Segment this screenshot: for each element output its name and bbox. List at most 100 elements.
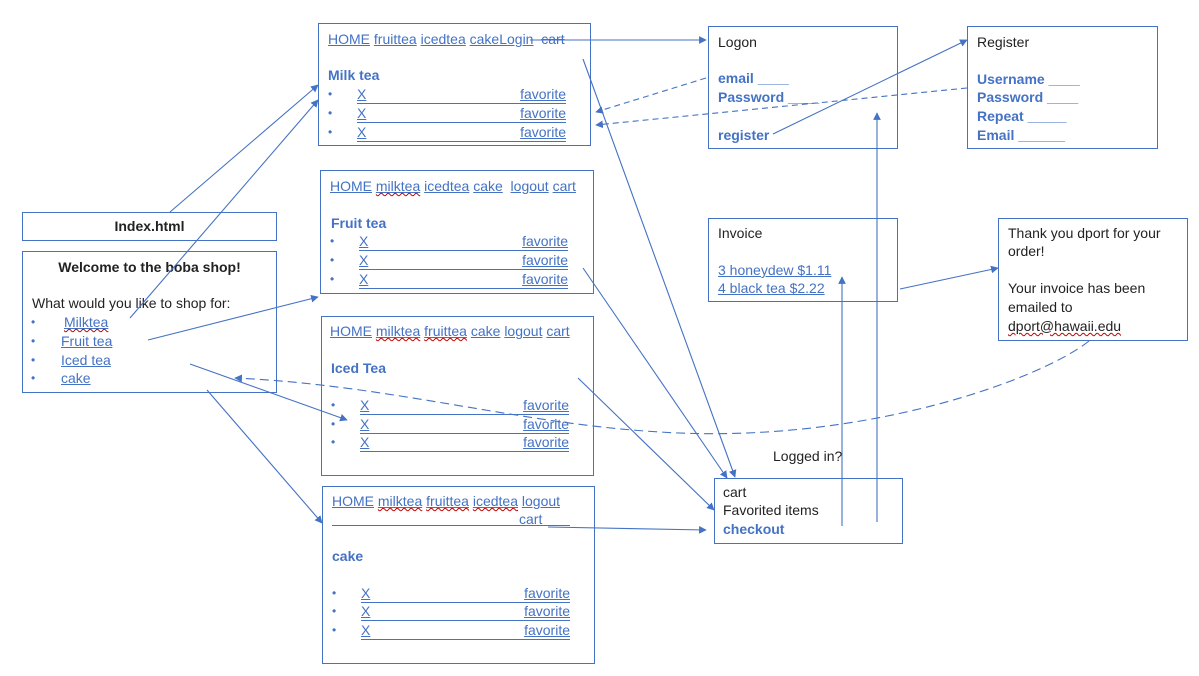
arrow-fruittea-cart-to-cart	[582, 267, 728, 479]
nav-home[interactable]: HOME	[330, 323, 372, 339]
thankyou-email: dport@hawaii.edu	[1008, 318, 1122, 334]
product-row: X favorite	[360, 434, 569, 452]
favorite-link[interactable]: favorite	[524, 585, 570, 601]
product-row: X favorite	[359, 271, 568, 289]
nav-icedtea[interactable]: icedtea	[472, 493, 518, 509]
bullet: •	[332, 586, 337, 600]
remove-link[interactable]: X	[359, 233, 369, 249]
favorite-link[interactable]: favorite	[523, 434, 569, 450]
remove-link[interactable]: X	[359, 252, 369, 268]
checkout-link[interactable]: checkout	[723, 521, 785, 537]
remove-link[interactable]: X	[357, 86, 367, 102]
cake-nav-divider	[332, 525, 570, 526]
favorite-link[interactable]: favorite	[524, 622, 570, 638]
nav-icedtea[interactable]: icedtea	[424, 178, 470, 194]
nav-home[interactable]: HOME	[328, 31, 370, 47]
remove-link[interactable]: X	[361, 585, 371, 601]
thankyou-box: Thank you dport for your order! Your inv…	[998, 218, 1188, 341]
favorite-link[interactable]: favorite	[520, 124, 566, 140]
remove-link[interactable]: X	[357, 124, 367, 140]
index-title: Index.html	[114, 218, 185, 234]
nav-home[interactable]: HOME	[332, 493, 374, 509]
nav-cart[interactable]: cart	[552, 178, 576, 194]
nav-fruittea[interactable]: fruittea	[424, 323, 467, 339]
favorite-link[interactable]: favorite	[523, 397, 569, 413]
nav-cart[interactable]: cart	[519, 511, 543, 527]
menu-link-milktea[interactable]: Milktea	[64, 314, 109, 330]
invoice-box: Invoice 3 honeydew $1.11 4 black tea $2.…	[708, 218, 898, 302]
nav-cart[interactable]: cart	[546, 323, 570, 339]
product-row: X favorite	[361, 622, 570, 640]
nav-home[interactable]: HOME	[330, 178, 372, 194]
favorite-link[interactable]: favorite	[522, 252, 568, 268]
product-row: X favorite	[357, 86, 566, 104]
remove-link[interactable]: X	[360, 416, 370, 432]
product-row: X favorite	[357, 105, 566, 123]
product-row: X favorite	[361, 603, 570, 621]
nav-icedtea[interactable]: icedtea	[420, 31, 466, 47]
fruittea-page-box: HOME milktea icedtea cake logout cart Fr…	[320, 170, 594, 294]
nav-logout[interactable]: logout	[510, 178, 549, 194]
logged-in-label: Logged in?	[773, 448, 843, 464]
nav-milktea[interactable]: milktea	[375, 178, 421, 194]
favorite-link[interactable]: favorite	[520, 86, 566, 102]
invoice-line: 4 black tea $2.22	[718, 280, 825, 296]
favorite-link[interactable]: favorite	[520, 105, 566, 121]
nav-cart[interactable]: cart	[541, 31, 565, 47]
bullet: •	[331, 417, 336, 431]
password-field[interactable]: Password ____	[718, 89, 820, 105]
bullet: •	[328, 125, 333, 139]
password-field[interactable]: Password ____	[977, 89, 1079, 105]
remove-link[interactable]: X	[357, 105, 367, 121]
arrow-index-to-milktea	[169, 84, 319, 213]
nav-logout[interactable]: logout	[504, 323, 543, 339]
fruittea-nav: HOME milktea icedtea cake logout cart	[330, 178, 576, 195]
thankyou-line: emailed to	[1008, 299, 1073, 315]
bullet: •	[31, 315, 36, 329]
favorite-link[interactable]: favorite	[522, 271, 568, 287]
milktea-nav: HOME fruittea icedtea cakeLogin cart	[328, 31, 565, 48]
thankyou-line: Your invoice has been	[1008, 280, 1146, 296]
remove-link[interactable]: X	[360, 434, 370, 450]
product-row: X favorite	[360, 416, 569, 434]
nav-logout[interactable]: logout	[521, 493, 561, 509]
register-box: Register Username ____ Password ____ Rep…	[967, 26, 1158, 149]
register-link[interactable]: register	[718, 127, 770, 143]
email-field[interactable]: Email ______	[977, 127, 1065, 143]
remove-link[interactable]: X	[360, 397, 370, 413]
bullet: •	[31, 371, 36, 385]
nav-fruittea[interactable]: fruittea	[426, 493, 469, 509]
bullet: •	[328, 87, 333, 101]
repeat-password-field[interactable]: Repeat _____	[977, 108, 1067, 124]
nav-cake-login[interactable]: cakeLogin	[469, 31, 534, 47]
bullet: •	[31, 353, 36, 367]
product-row: X favorite	[359, 233, 568, 251]
remove-link[interactable]: X	[361, 622, 371, 638]
nav-cake[interactable]: cake	[470, 323, 501, 339]
favorite-link[interactable]: favorite	[522, 233, 568, 249]
bullet: •	[330, 234, 335, 248]
nav-milktea[interactable]: milktea	[377, 493, 423, 509]
favorite-link[interactable]: favorite	[524, 603, 570, 619]
cake-heading: cake	[332, 548, 364, 564]
menu-link-icedtea[interactable]: Iced tea	[61, 352, 111, 368]
arrow-logon-back-to-milktea	[595, 77, 707, 114]
welcome-box: Welcome to the boba shop! What would you…	[22, 251, 277, 393]
username-field[interactable]: Username ____	[977, 71, 1080, 87]
logon-box: Logon email ____ Password ____ register	[708, 26, 898, 149]
nav-fruittea[interactable]: fruittea	[373, 31, 417, 47]
nav-cake[interactable]: cake	[473, 178, 503, 194]
favorite-link[interactable]: favorite	[523, 416, 569, 432]
menu-link-fruittea[interactable]: Fruit tea	[61, 333, 113, 349]
menu-link-cake[interactable]: cake	[61, 370, 91, 386]
milktea-heading: Milk tea	[328, 67, 380, 83]
arrow-icedtea-cart-to-cart	[577, 377, 715, 511]
index-box: Index.html	[22, 212, 277, 241]
bullet: •	[330, 253, 335, 267]
email-field[interactable]: email ____	[718, 70, 789, 86]
cake-page-box: HOME milktea fruittea icedtea logout car…	[322, 486, 595, 664]
remove-link[interactable]: X	[361, 603, 371, 619]
bullet: •	[31, 334, 36, 348]
nav-milktea[interactable]: milktea	[375, 323, 421, 339]
remove-link[interactable]: X	[359, 271, 369, 287]
